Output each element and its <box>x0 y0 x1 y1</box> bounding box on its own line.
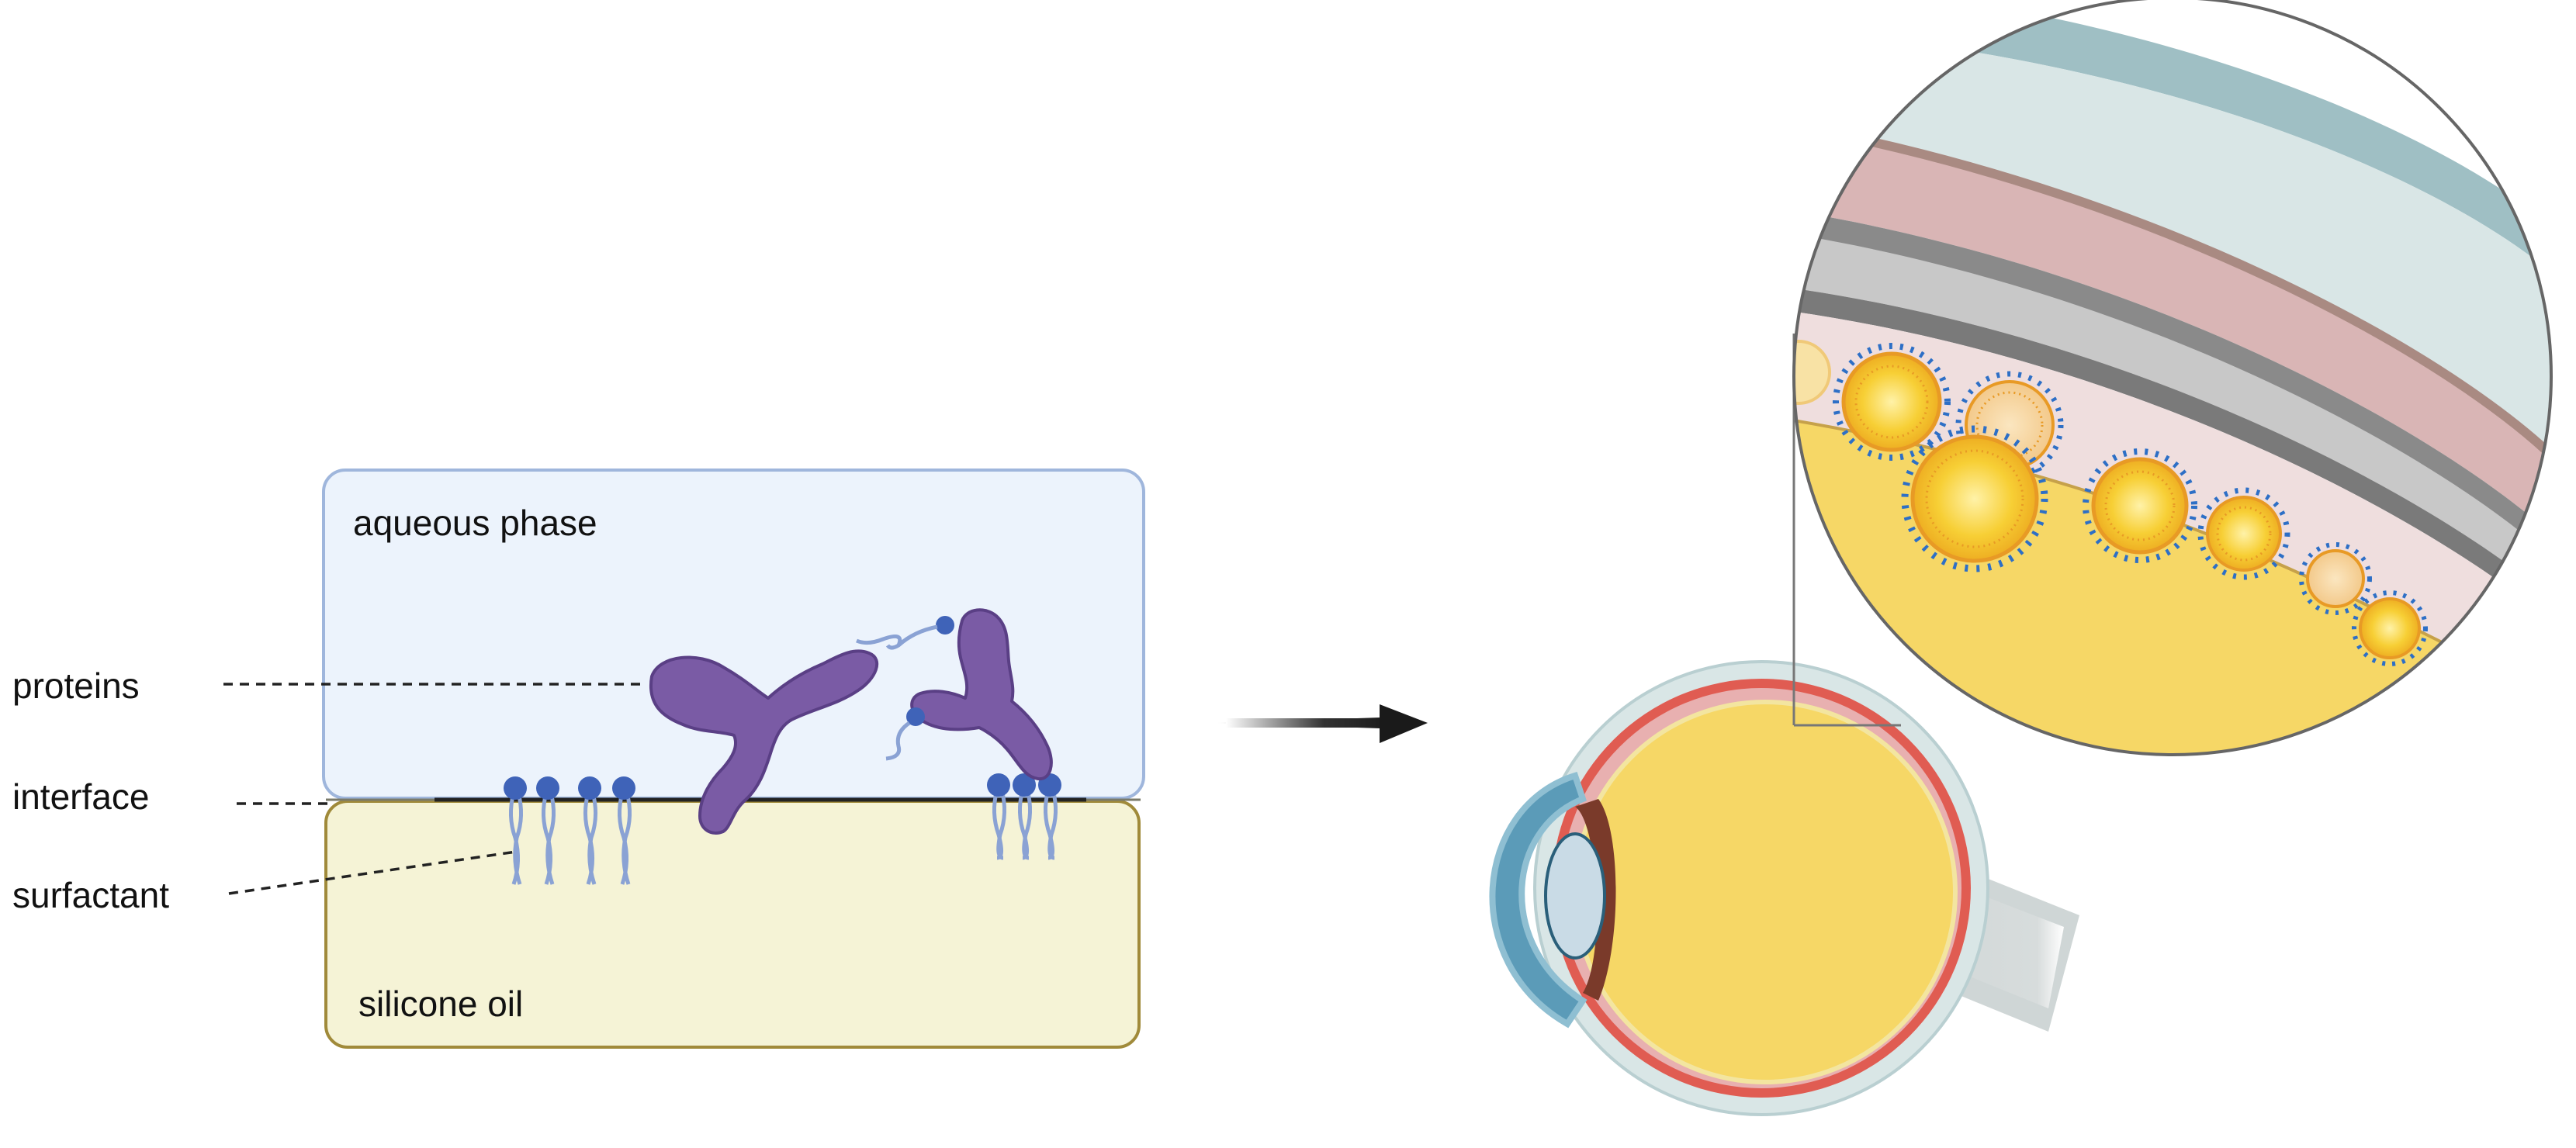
aqueous-phase-label: aqueous phase <box>353 503 597 543</box>
emulsion-droplets <box>1833 343 2428 666</box>
leader-lines <box>223 683 644 895</box>
emulsion-droplet-icon <box>2299 542 2372 615</box>
surfactant-molecule-icon <box>1013 773 1036 860</box>
antibody-protein-icon <box>910 608 1053 781</box>
surfactant-molecule-icon <box>612 776 635 885</box>
emulsion-droplet-icon <box>1901 425 2048 572</box>
right-arrow-icon <box>1217 704 1428 743</box>
interface-label: interface <box>12 776 149 817</box>
lens <box>1544 832 1606 960</box>
phase-boxes <box>322 469 1145 1049</box>
magnifier-circle-icon <box>1792 0 2553 756</box>
vitreous <box>1573 700 1958 1084</box>
surfactant-label: surfactant <box>12 875 169 915</box>
emulsion-droplet-icon <box>1833 343 1951 461</box>
surfactant-molecule-icon <box>578 776 601 885</box>
surfactant-group-left <box>504 776 635 885</box>
iris <box>1575 799 1616 1001</box>
emulsion-droplet-icon <box>2197 487 2290 580</box>
surfactant-molecule-icon <box>536 776 559 885</box>
silicone-oil-label: silicone oil <box>358 984 523 1024</box>
eye-cross-section-icon <box>1489 660 2079 1116</box>
cornea <box>1489 772 1587 1029</box>
magnifier-border <box>1792 0 2553 756</box>
emulsion-droplet-icon <box>2083 448 2197 563</box>
surfactant-molecule-icon <box>504 776 527 885</box>
surfactant-molecule-icon <box>987 773 1010 860</box>
emulsion-droplet-icon <box>2352 590 2428 666</box>
antibody-protein-icon <box>649 649 879 835</box>
surfactant-group-right <box>987 773 1061 860</box>
proteins-label: proteins <box>12 666 140 706</box>
protein-attached-surfactants <box>856 616 954 761</box>
